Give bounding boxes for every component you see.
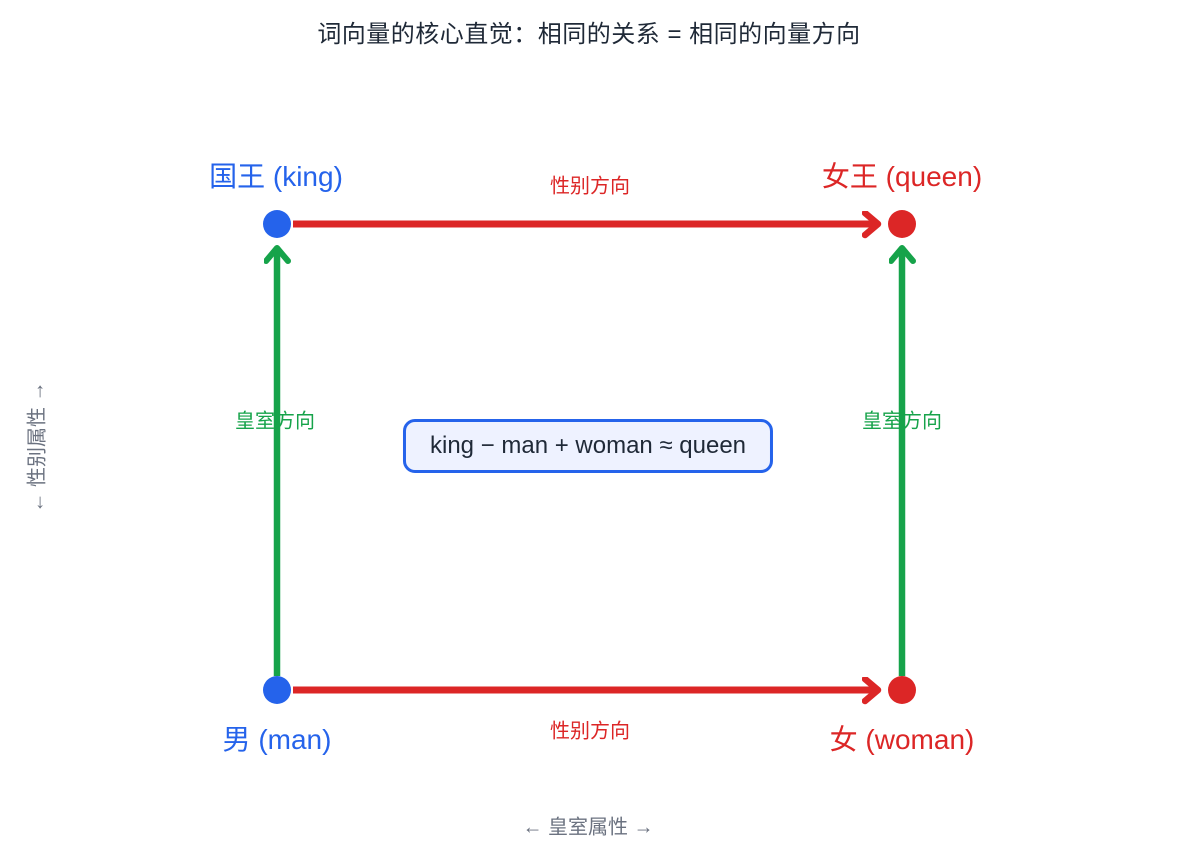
king-point: [263, 210, 291, 238]
man-label: 男 (man): [222, 724, 332, 755]
diagram-title: 词向量的核心直觉：相同的关系 = 相同的向量方向: [317, 21, 861, 48]
king-label: 国王 (king): [209, 161, 343, 192]
royal-direction-left-label: 皇室方向: [235, 410, 315, 433]
vertical-axis-label: ← 性别属性 →: [26, 381, 49, 513]
royal-direction-right-label: 皇室方向: [862, 410, 942, 433]
queen-label: 女王 (queen): [821, 161, 983, 192]
woman-point: [888, 676, 916, 704]
woman-label: 女 (woman): [829, 724, 975, 755]
man-point: [263, 676, 291, 704]
gender-direction-top-label: 性别方向: [550, 175, 630, 198]
analogy-formula: king − man + woman ≈ queen: [402, 419, 774, 473]
horizontal-axis-label: ← 皇室属性 →: [522, 816, 654, 839]
gender-direction-bottom-label: 性别方向: [550, 720, 630, 743]
queen-point: [888, 210, 916, 238]
